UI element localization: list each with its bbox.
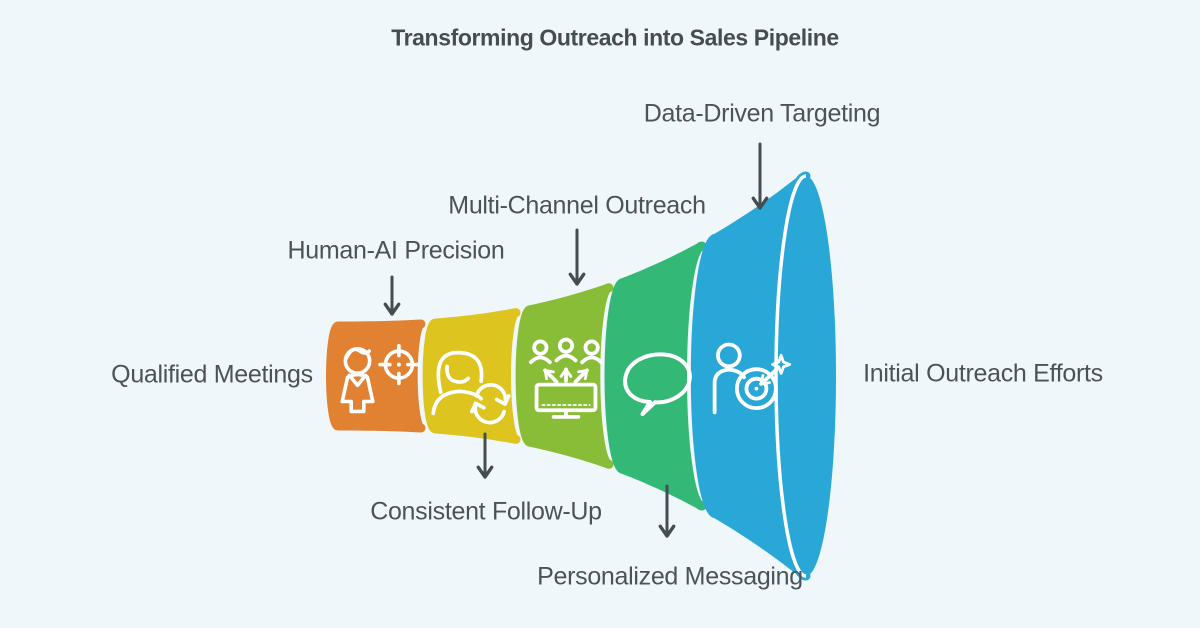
person-crosshair-icon — [340, 343, 420, 414]
label-personalized-messaging: Personalized Messaging — [537, 562, 803, 591]
label-data-driven-targeting: Data-Driven Targeting — [643, 99, 881, 128]
person-dartboard-icon — [712, 342, 792, 415]
label-initial-outreach-efforts: Initial Outreach Efforts — [863, 359, 1103, 388]
label-consistent-follow-up: Consistent Follow-Up — [370, 497, 602, 526]
funnel-mouth — [776, 176, 836, 576]
funnel-mouth-rim — [774, 174, 807, 578]
speech-bubble-icon — [623, 352, 692, 416]
label-human-ai-precision: Human-AI Precision — [287, 236, 505, 265]
label-multi-channel-outreach: Multi-Channel Outreach — [448, 191, 706, 220]
page-title: Transforming Outreach into Sales Pipelin… — [391, 24, 839, 51]
funnel-stage-1 — [422, 308, 521, 444]
support-agent-refresh-icon — [431, 350, 511, 425]
audience-broadcast-icon — [528, 337, 604, 419]
funnel-stage-3 — [604, 241, 707, 511]
label-qualified-meetings: Qualified Meetings — [111, 360, 313, 389]
